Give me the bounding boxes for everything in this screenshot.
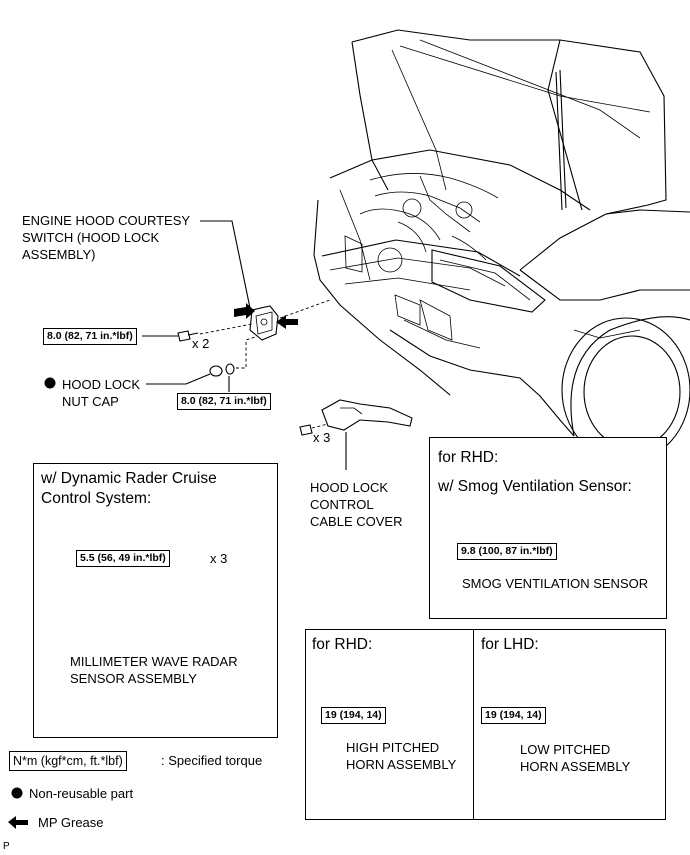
low-horn-torque: 19 (194, 14)	[481, 707, 546, 724]
legend-torque-description: : Specified torque	[161, 753, 263, 768]
nut-cap-label: HOOD LOCK NUT CAP	[62, 377, 141, 409]
legend-symbols	[8, 377, 56, 829]
vehicle-front-illustration	[313, 29, 690, 463]
low-horn-label: LOW PITCHED HORN ASSEMBLY	[520, 742, 631, 774]
smog-panel-title: for RHD: w/ Smog Ventilation Sensor:	[438, 449, 632, 495]
horn-lhd-title: for LHD:	[481, 636, 539, 653]
smog-sensor-label: SMOG VENTILATION SENSOR	[462, 576, 649, 591]
radar-torque: 5.5 (56, 49 in.*lbf)	[76, 550, 170, 567]
horn-rhd-title: for RHD:	[312, 636, 373, 653]
horn-lhd-panel	[473, 629, 666, 820]
courtesy-switch-label: ENGINE HOOD COURTESY SWITCH (HOOD LOCK A…	[22, 213, 191, 262]
radar-sensor-label: MILLIMETER WAVE RADAR SENSOR ASSEMBLY	[70, 654, 238, 686]
high-horn-torque: 19 (194, 14)	[321, 707, 386, 724]
horn-rhd-panel	[305, 629, 475, 820]
high-horn-label: HIGH PITCHED HORN ASSEMBLY	[346, 740, 457, 772]
legend-torque-unit: N*m (kgf*cm, ft.*lbf)	[9, 751, 127, 771]
hood-lock-parts	[142, 220, 331, 392]
corner-code: P	[3, 841, 10, 852]
cable-cover-quantity: x 3	[313, 430, 331, 445]
radar-bolt-quantity: x 3	[210, 551, 228, 566]
radar-panel-title: w/ Dynamic Rader Cruise Control System:	[41, 470, 217, 507]
cable-cover-label: HOOD LOCK CONTROL CABLE COVER	[310, 480, 403, 529]
smog-torque: 9.8 (100, 87 in.*lbf)	[457, 543, 557, 560]
switch-bolt-torque: 8.0 (82, 71 in.*lbf)	[43, 328, 137, 345]
nut-cap-torque: 8.0 (82, 71 in.*lbf)	[177, 393, 271, 410]
smog-panel	[429, 437, 667, 619]
radar-panel	[33, 463, 278, 738]
cable-cover-part	[299, 399, 413, 470]
legend-nonreusable: Non-reusable part	[29, 786, 134, 801]
switch-bolt-quantity: x 2	[192, 336, 210, 351]
legend-grease: MP Grease	[38, 815, 104, 830]
